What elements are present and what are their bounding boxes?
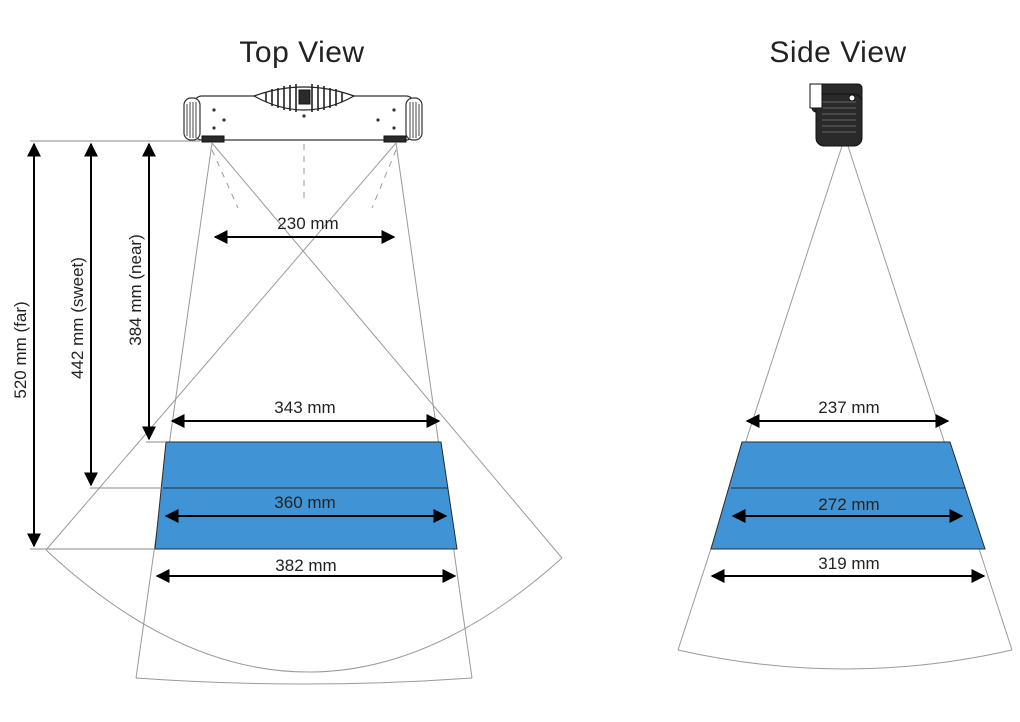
- top-view-title: Top View: [239, 36, 364, 69]
- side-view-fov-lines: [677, 145, 1013, 670]
- top-near-width-label: 343 mm: [274, 398, 335, 417]
- far-distance-label: 520 mm (far): [11, 301, 30, 398]
- side-near-width-label: 237 mm: [818, 398, 879, 417]
- side-view-title: Side View: [769, 36, 906, 69]
- top-view-extension-lines: [30, 140, 200, 550]
- camera-device-side-icon: [809, 83, 863, 147]
- side-sweet-width-label: 272 mm: [818, 495, 879, 514]
- top-sweet-width-label: 360 mm: [274, 493, 335, 512]
- side-far-width-label: 319 mm: [818, 554, 879, 573]
- near-distance-label: 384 mm (near): [126, 234, 145, 345]
- camera-device-top-icon: [183, 84, 423, 143]
- sweet-distance-label: 442 mm (sweet): [68, 257, 87, 379]
- top-view-fov-lines: [45, 120, 563, 685]
- top-far-width-label: 382 mm: [275, 556, 336, 575]
- baseline-label: 230 mm: [277, 214, 338, 233]
